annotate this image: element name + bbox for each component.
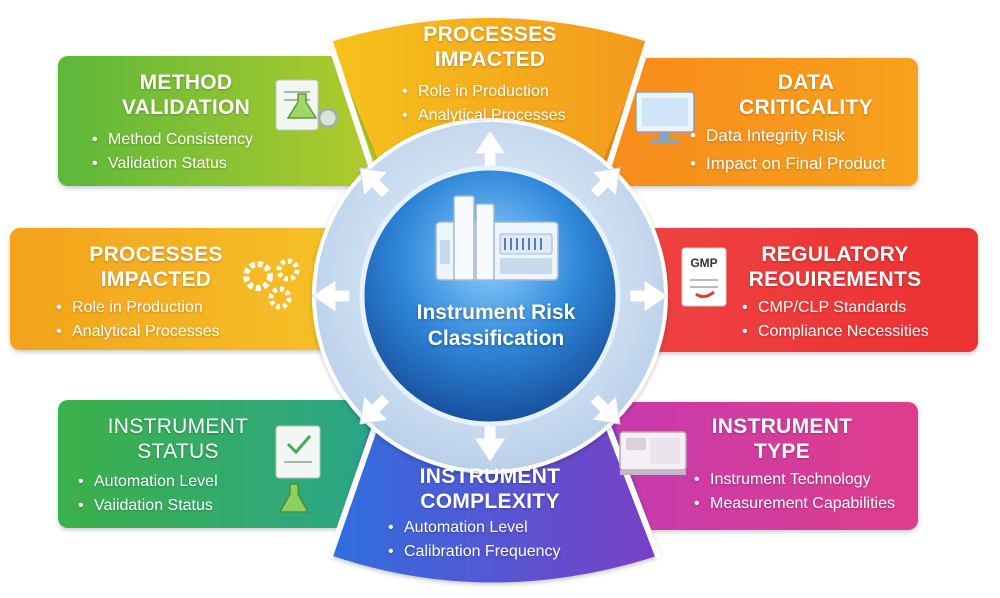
bottom-right-title-line1: INSTRUMENT bbox=[711, 415, 853, 438]
list-item: Analytical Processes bbox=[402, 104, 566, 128]
top-left-segment-bullets: Method Consistency Validation Status bbox=[92, 128, 253, 176]
list-item: Automation Level bbox=[388, 516, 561, 540]
gears-icon bbox=[243, 258, 300, 310]
document-flask-gear-icon bbox=[275, 79, 339, 131]
bottom-title-line2: COMPLEXITY bbox=[420, 490, 560, 513]
bottom-segment-title: INSTRUMENT COMPLEXITY bbox=[400, 464, 580, 514]
top-right-segment-bullets: Data Integrity Risk Impact on Final Prod… bbox=[690, 122, 886, 178]
bottom-segment-bullets: Automation Level Calibration Frequency bbox=[388, 516, 561, 564]
gmp-document-icon bbox=[681, 247, 727, 307]
mid-right-title-line2: REOUIREMENTS bbox=[748, 268, 922, 291]
top-left-title-line1: METHOD bbox=[139, 71, 233, 94]
center-title-line1: Instrument Risk bbox=[416, 301, 576, 324]
segment-separators bbox=[327, 39, 661, 559]
mid-right-title-line1: REGULATORY bbox=[761, 243, 909, 266]
top-right-segment-title: DATA CRITICALITY bbox=[716, 70, 896, 120]
top-segment-title: PROCESSES IMPACTED bbox=[400, 22, 580, 72]
monitor-icon bbox=[635, 91, 695, 144]
top-title-line2: IMPACTED bbox=[434, 48, 546, 71]
top-segment-bullets: Role in Production Analytical Processes bbox=[402, 80, 566, 128]
bottom-left-segment-title: INSTRUMENT STATUS bbox=[88, 414, 268, 464]
hub-arrows bbox=[311, 129, 669, 463]
top-left-segment-title: METHOD VALIDATION bbox=[96, 70, 276, 120]
mid-right-segment-bullets: CMP/CLP Standards Compliance Necessities bbox=[742, 296, 929, 344]
list-item: Role in Production bbox=[402, 80, 566, 104]
list-item: Measurement Capabilities bbox=[694, 492, 895, 516]
lab-instrument-icon bbox=[435, 195, 559, 281]
center-title: Instrument Risk Classification bbox=[376, 300, 616, 352]
gmp-doc-label: GMP bbox=[690, 256, 718, 270]
mid-left-title-line2: IMPACTED bbox=[100, 268, 212, 291]
top-left-title-line2: VALIDATION bbox=[121, 96, 251, 119]
list-item: Data Integrity Risk bbox=[690, 122, 886, 150]
bottom-left-title-line2: STATUS bbox=[137, 440, 219, 463]
top-title-line1: PROCESSES bbox=[423, 23, 557, 46]
list-item: Calibration Frequency bbox=[388, 540, 561, 564]
center-title-line2: Classification bbox=[427, 327, 565, 350]
list-item: Compliance Necessities bbox=[742, 320, 929, 344]
mid-left-segment-bullets: Role in Production Analytical Processes bbox=[56, 296, 220, 344]
list-item: Vaiidation Status bbox=[78, 494, 218, 518]
clipboard-flask-icon bbox=[275, 425, 321, 513]
mid-left-segment-title: PROCESSES IMPACTED bbox=[66, 242, 246, 292]
analyzer-instrument-icon bbox=[619, 431, 687, 475]
list-item: Role in Production bbox=[56, 296, 220, 320]
bottom-left-title-line1: INSTRUMENT bbox=[107, 415, 249, 438]
top-right-title-line1: DATA bbox=[777, 71, 835, 94]
bottom-left-segment-bullets: Automation Level Vaiidation Status bbox=[78, 470, 218, 518]
mid-right-segment-title: REGULATORY REOUIREMENTS bbox=[740, 242, 930, 292]
bottom-right-segment-title: INSTRUMENT TYPE bbox=[692, 414, 872, 464]
bottom-right-title-line2: TYPE bbox=[753, 440, 811, 463]
list-item: Method Consistency bbox=[92, 128, 253, 152]
list-item: Instrument Technology bbox=[694, 468, 895, 492]
list-item: Analytical Processes bbox=[56, 320, 220, 344]
bottom-title-line1: INSTRUMENT bbox=[419, 465, 561, 488]
top-right-title-line2: CRITICALITY bbox=[739, 96, 873, 119]
bottom-right-segment-bullets: Instrument Technology Measurement Capabi… bbox=[694, 468, 895, 516]
list-item: Validation Status bbox=[92, 152, 253, 176]
mid-left-title-line1: PROCESSES bbox=[89, 243, 223, 266]
list-item: Impact on Final Product bbox=[690, 150, 886, 178]
list-item: CMP/CLP Standards bbox=[742, 296, 929, 320]
list-item: Automation Level bbox=[78, 470, 218, 494]
